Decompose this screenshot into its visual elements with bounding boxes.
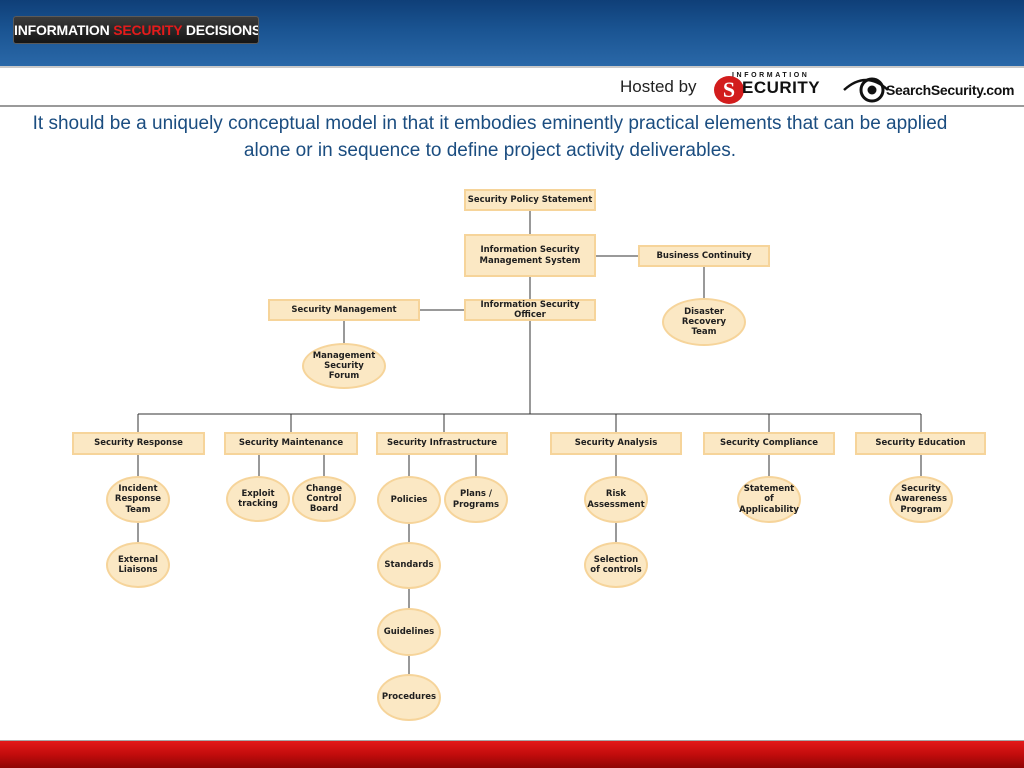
node-external-liaisons: External Liaisons — [106, 542, 170, 588]
node-policies: Policies — [377, 476, 441, 524]
node-security-analysis: Security Analysis — [550, 432, 682, 455]
footer-bar — [0, 740, 1024, 768]
node-security-awareness-program: Security Awareness Program — [889, 476, 953, 523]
infosec-logo-s-mark: S — [714, 76, 744, 104]
node-business-continuity: Business Continuity — [638, 245, 770, 267]
node-incident-response-team: Incident Response Team — [106, 476, 170, 523]
node-standards: Standards — [377, 542, 441, 589]
brand-text-information: INFORMATION — [14, 22, 114, 38]
node-plans-programs: Plans / Programs — [444, 476, 508, 523]
node-selection-of-controls: Selection of controls — [584, 542, 648, 588]
node-security-compliance: Security Compliance — [703, 432, 835, 455]
node-procedures: Procedures — [377, 674, 441, 721]
brand-text-security: SECURITY — [113, 22, 183, 38]
slide-subtitle: It should be a uniquely conceptual model… — [32, 113, 948, 161]
node-change-control-board: Change Control Board — [292, 476, 356, 522]
node-security-response: Security Response — [72, 432, 205, 455]
infosec-logo-word: ECURITY — [742, 78, 821, 97]
eye-icon — [843, 77, 889, 103]
hosted-by-label: Hosted by — [620, 77, 697, 96]
node-guidelines: Guidelines — [377, 608, 441, 656]
host-bar: Hosted by INFORMATION S ECURITY SearchSe… — [0, 66, 1024, 107]
searchsecurity-logo-text: SearchSecurity.com — [886, 82, 1015, 98]
node-security-education: Security Education — [855, 432, 986, 455]
node-information-security-officer: Information Security Officer — [464, 299, 596, 321]
node-security-management: Security Management — [268, 299, 420, 321]
node-risk-assessment: Risk Assessment — [584, 476, 648, 523]
node-disaster-recovery-team: Disaster Recovery Team — [662, 298, 746, 346]
node-management-security-forum: Management Security Forum — [302, 343, 386, 389]
brand-logo: INFORMATION SECURITY DECISIONS — [13, 16, 259, 44]
node-statement-of-applicability: Statement of Applicability — [737, 476, 801, 523]
connector-lines — [137, 211, 922, 674]
information-security-logo: INFORMATION S ECURITY — [714, 72, 824, 104]
brand-text-decisions: DECISIONS — [182, 22, 259, 38]
org-diagram: Security Policy Statement Information Se… — [0, 180, 1024, 730]
node-isms: Information Security Management System — [464, 234, 596, 277]
node-security-maintenance: Security Maintenance — [224, 432, 358, 455]
infosec-logo-top-text: INFORMATION — [732, 72, 810, 79]
searchsecurity-logo: SearchSecurity.com — [842, 74, 1017, 104]
node-security-policy-statement: Security Policy Statement — [464, 189, 596, 211]
node-exploit-tracking: Exploit tracking — [226, 476, 290, 522]
node-security-infrastructure: Security Infrastructure — [376, 432, 508, 455]
top-banner: INFORMATION SECURITY DECISIONS — [0, 0, 1024, 66]
